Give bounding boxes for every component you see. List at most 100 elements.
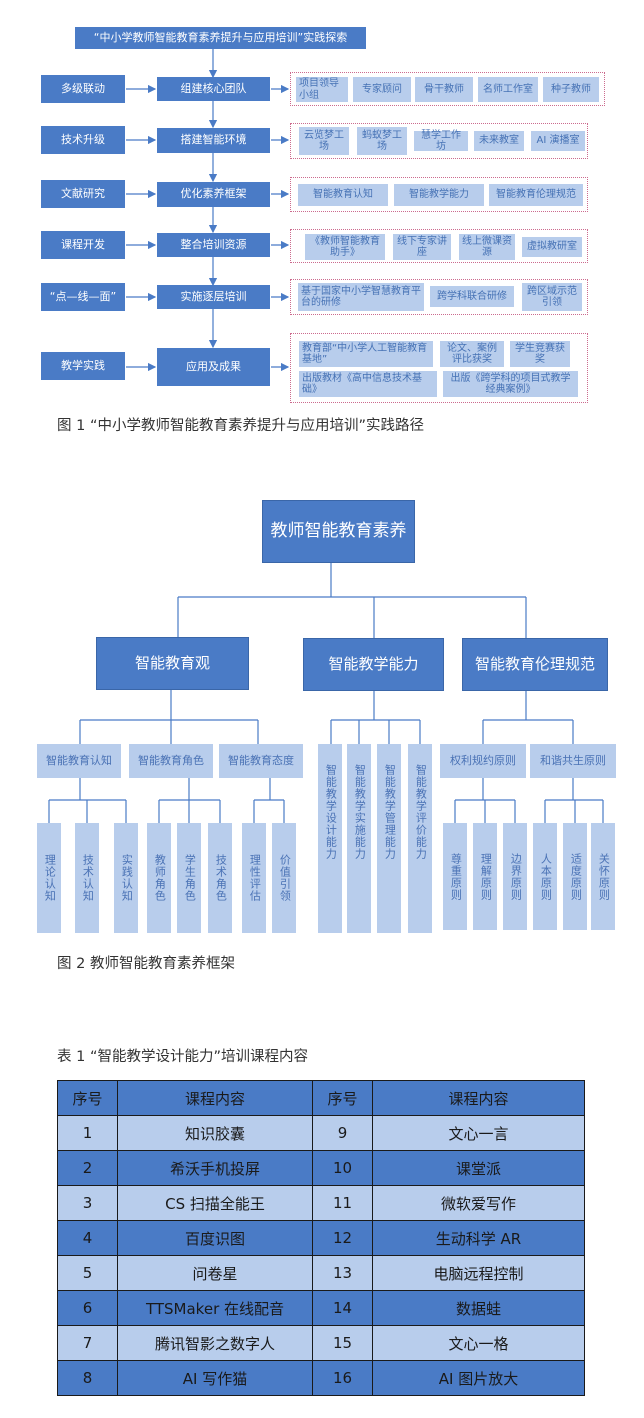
mid-node-2: 搭建智能环境: [157, 128, 270, 153]
leaf-c4: 人本原则: [533, 823, 557, 930]
table-cell: 9: [312, 1115, 373, 1151]
header-cell: 课程内容: [372, 1080, 585, 1116]
leaf-c6: 关怀原则: [591, 823, 615, 930]
table-cell: 12: [312, 1220, 373, 1256]
framework-root: 教师智能教育素养: [262, 500, 415, 563]
left-node-5: “点—线—面”: [41, 283, 125, 311]
level3-node-a1: 智能教育认知: [37, 744, 121, 778]
table-cell: 4: [57, 1220, 118, 1256]
table-cell: 11: [312, 1185, 373, 1221]
table-cell: 问卷星: [117, 1255, 313, 1291]
left-node-2: 技术升级: [41, 126, 125, 154]
table-cell: CS 扫描全能王: [117, 1185, 313, 1221]
row1-item-3: 骨干教师: [415, 77, 473, 102]
row6-item-5: 出版《跨学科的项目式教学经典案例》: [443, 371, 578, 397]
table-row: 1 知识胶囊 9 文心一言: [57, 1115, 585, 1151]
leaf-a6: 技术角色: [208, 823, 232, 933]
level3-node-c1: 权利规约原则: [440, 744, 526, 778]
row1-item-2: 专家顾问: [353, 77, 411, 102]
table-row: 8 AI 写作猫 16 AI 图片放大: [57, 1360, 585, 1396]
row3-item-3: 智能教育伦理规范: [489, 184, 583, 206]
row4-item-4: 虚拟教研室: [522, 237, 582, 257]
table-row: 6 TTSMaker 在线配音 14 数据蛙: [57, 1290, 585, 1326]
level3-node-a2: 智能教育角色: [129, 744, 213, 778]
table-cell: 知识胶囊: [117, 1115, 313, 1151]
row4-item-3: 线上微课资源: [459, 234, 515, 260]
row6-group: [290, 333, 588, 403]
level2-node-3: 智能教育伦理规范: [462, 638, 608, 691]
row3-item-2: 智能教学能力: [394, 184, 484, 206]
figure1-caption: 图 1 “中小学教师智能教育素养提升与应用培训”实践路径: [57, 418, 424, 434]
leaf-a8: 价值引领: [272, 823, 296, 933]
table-cell: 14: [312, 1290, 373, 1326]
mid-node-4: 整合培训资源: [157, 233, 270, 257]
row2-item-2: 蚂蚁梦工场: [357, 127, 407, 155]
leaf-c2: 理解原则: [473, 823, 497, 930]
row2-item-3: 慧学工作坊: [414, 130, 468, 152]
leaf-a3: 实践认知: [114, 823, 138, 933]
row2-item-4: 未来教室: [474, 131, 524, 151]
row5-item-1: 基于国家中小学智慧教育平台的研修: [298, 283, 424, 311]
table-cell: 文心一言: [372, 1115, 585, 1151]
level2-node-2: 智能教学能力: [303, 638, 444, 691]
row4-item-1: 《教师智能教育助手》: [305, 234, 385, 260]
header-cell: 课程内容: [117, 1080, 313, 1116]
mid-node-5: 实施逐层培训: [157, 285, 270, 309]
header-cell: 序号: [57, 1080, 118, 1116]
leaf-c1: 尊重原则: [443, 823, 467, 930]
leaf-a1: 理论认知: [37, 823, 61, 933]
table-cell: AI 写作猫: [117, 1360, 313, 1396]
row6-item-2: 论文、案例评比获奖: [440, 341, 504, 367]
table-cell: 5: [57, 1255, 118, 1291]
leaf-c3: 边界原则: [503, 823, 527, 930]
table-cell: 3: [57, 1185, 118, 1221]
table-cell: 10: [312, 1150, 373, 1186]
table-cell: 2: [57, 1150, 118, 1186]
level3-node-c2: 和谐共生原则: [530, 744, 616, 778]
leaf-b3: 智能教学管理能力: [377, 744, 401, 933]
level3-node-a3: 智能教育态度: [219, 744, 303, 778]
left-node-4: 课程开发: [41, 231, 125, 259]
leaf-a4: 教师角色: [147, 823, 171, 933]
table-cell: AI 图片放大: [372, 1360, 585, 1396]
mid-node-6: 应用及成果: [157, 348, 270, 386]
table-cell: 生动科学 AR: [372, 1220, 585, 1256]
row1-item-5: 种子教师: [543, 77, 599, 102]
row6-item-3: 学生竞赛获奖: [510, 341, 570, 367]
mid-node-3: 优化素养框架: [157, 182, 270, 207]
course-table: 序号 课程内容 序号 课程内容 1 知识胶囊 9 文心一言 2 希沃手机投屏 1…: [57, 1080, 585, 1396]
figure2-caption: 图 2 教师智能教育素养框架: [57, 956, 235, 972]
row5-item-3: 跨区域示范引领: [522, 283, 582, 311]
row1-item-1: 项目领导小组: [296, 77, 348, 102]
level2-node-1: 智能教育观: [96, 637, 249, 690]
table-row: 2 希沃手机投屏 10 课堂派: [57, 1150, 585, 1186]
table-cell: 电脑远程控制: [372, 1255, 585, 1291]
table-cell: 课堂派: [372, 1150, 585, 1186]
table-cell: 数据蛙: [372, 1290, 585, 1326]
row6-item-1: 教育部“中小学人工智能教育基地”: [299, 341, 433, 367]
row5-item-2: 跨学科联合研修: [430, 286, 514, 307]
table-header-row: 序号 课程内容 序号 课程内容: [57, 1080, 585, 1116]
leaf-a5: 学生角色: [177, 823, 201, 933]
row1-group: [290, 72, 605, 106]
figure1-title: “中小学教师智能教育素养提升与应用培训”实践探索: [75, 27, 366, 49]
table-cell: TTSMaker 在线配音: [117, 1290, 313, 1326]
left-node-1: 多级联动: [41, 75, 125, 103]
leaf-b1: 智能教学设计能力: [318, 744, 342, 933]
table1-caption: 表 1 “智能教学设计能力”培训课程内容: [57, 1049, 308, 1065]
figure1-connectors: [126, 49, 290, 372]
table-cell: 文心一格: [372, 1325, 585, 1361]
left-node-6: 教学实践: [41, 352, 125, 380]
row1-item-4: 名师工作室: [478, 77, 538, 102]
row3-item-1: 智能教育认知: [298, 184, 388, 206]
table-row: 3 CS 扫描全能王 11 微软爱写作: [57, 1185, 585, 1221]
table-row: 7 腾讯智影之数字人 15 文心一格: [57, 1325, 585, 1361]
table-cell: 16: [312, 1360, 373, 1396]
row2-item-5: AI 演播室: [531, 131, 585, 151]
row2-item-1: 云览梦工场: [299, 127, 349, 155]
leaf-c5: 适度原则: [563, 823, 587, 930]
figure2-connectors: [48, 563, 604, 823]
table-cell: 6: [57, 1290, 118, 1326]
mid-node-1: 组建核心团队: [157, 77, 270, 101]
table-row: 4 百度识图 12 生动科学 AR: [57, 1220, 585, 1256]
